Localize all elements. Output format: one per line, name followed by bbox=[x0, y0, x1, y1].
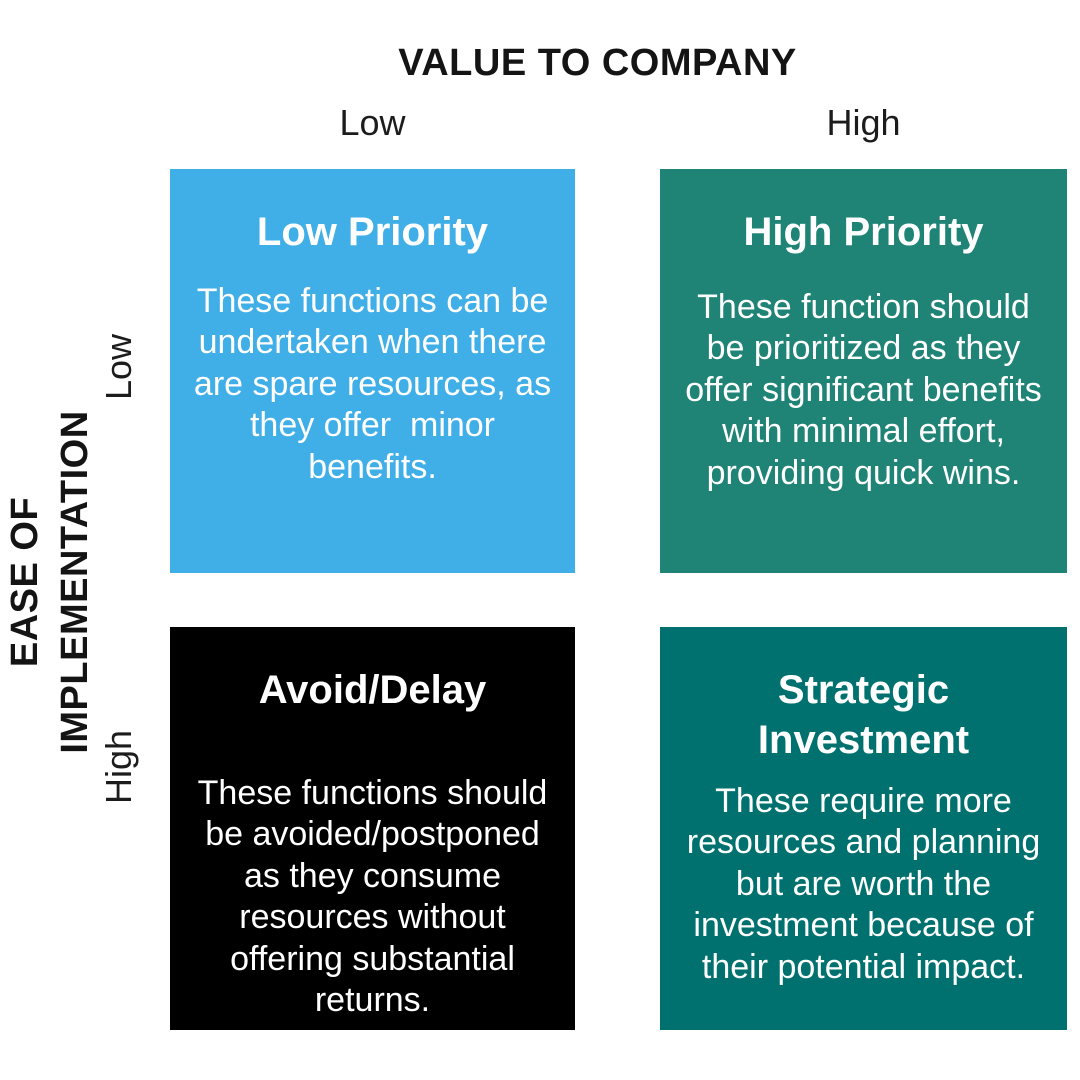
y-axis-high-label: High bbox=[98, 729, 139, 805]
quadrant-high-priority-body: These function should be prioritized as … bbox=[685, 288, 1052, 492]
y-axis-title: EASE OF IMPLEMENTATION bbox=[3, 410, 96, 754]
quadrant-strategic-investment-body: These require more resources and plannin… bbox=[686, 782, 1050, 986]
quadrant-avoid-delay-title: Avoid/Delay bbox=[258, 668, 487, 712]
quadrant-strategic-investment: Strategic Investment These require more … bbox=[660, 627, 1067, 1030]
quadrant-low-priority-body: These functions can be undertaken when t… bbox=[193, 282, 561, 486]
quadrant-strategic-investment-title: Strategic Investment bbox=[757, 668, 970, 762]
quadrant-avoid-delay: Avoid/Delay These functions should be av… bbox=[170, 627, 575, 1030]
y-axis-low-label: Low bbox=[98, 333, 139, 401]
x-axis-high-label: High bbox=[826, 102, 901, 143]
quadrant-high-priority-title: High Priority bbox=[743, 210, 984, 254]
quadrant-low-priority: Low Priority These functions can be unde… bbox=[170, 169, 575, 573]
quadrant-avoid-delay-body: These functions should be avoided/postpo… bbox=[197, 774, 557, 1020]
quadrant-high-priority: High Priority These function should be p… bbox=[660, 169, 1067, 573]
quadrant-low-priority-title: Low Priority bbox=[256, 210, 489, 254]
x-axis-low-label: Low bbox=[339, 102, 406, 143]
x-axis-title: VALUE TO COMPANY bbox=[398, 42, 797, 84]
